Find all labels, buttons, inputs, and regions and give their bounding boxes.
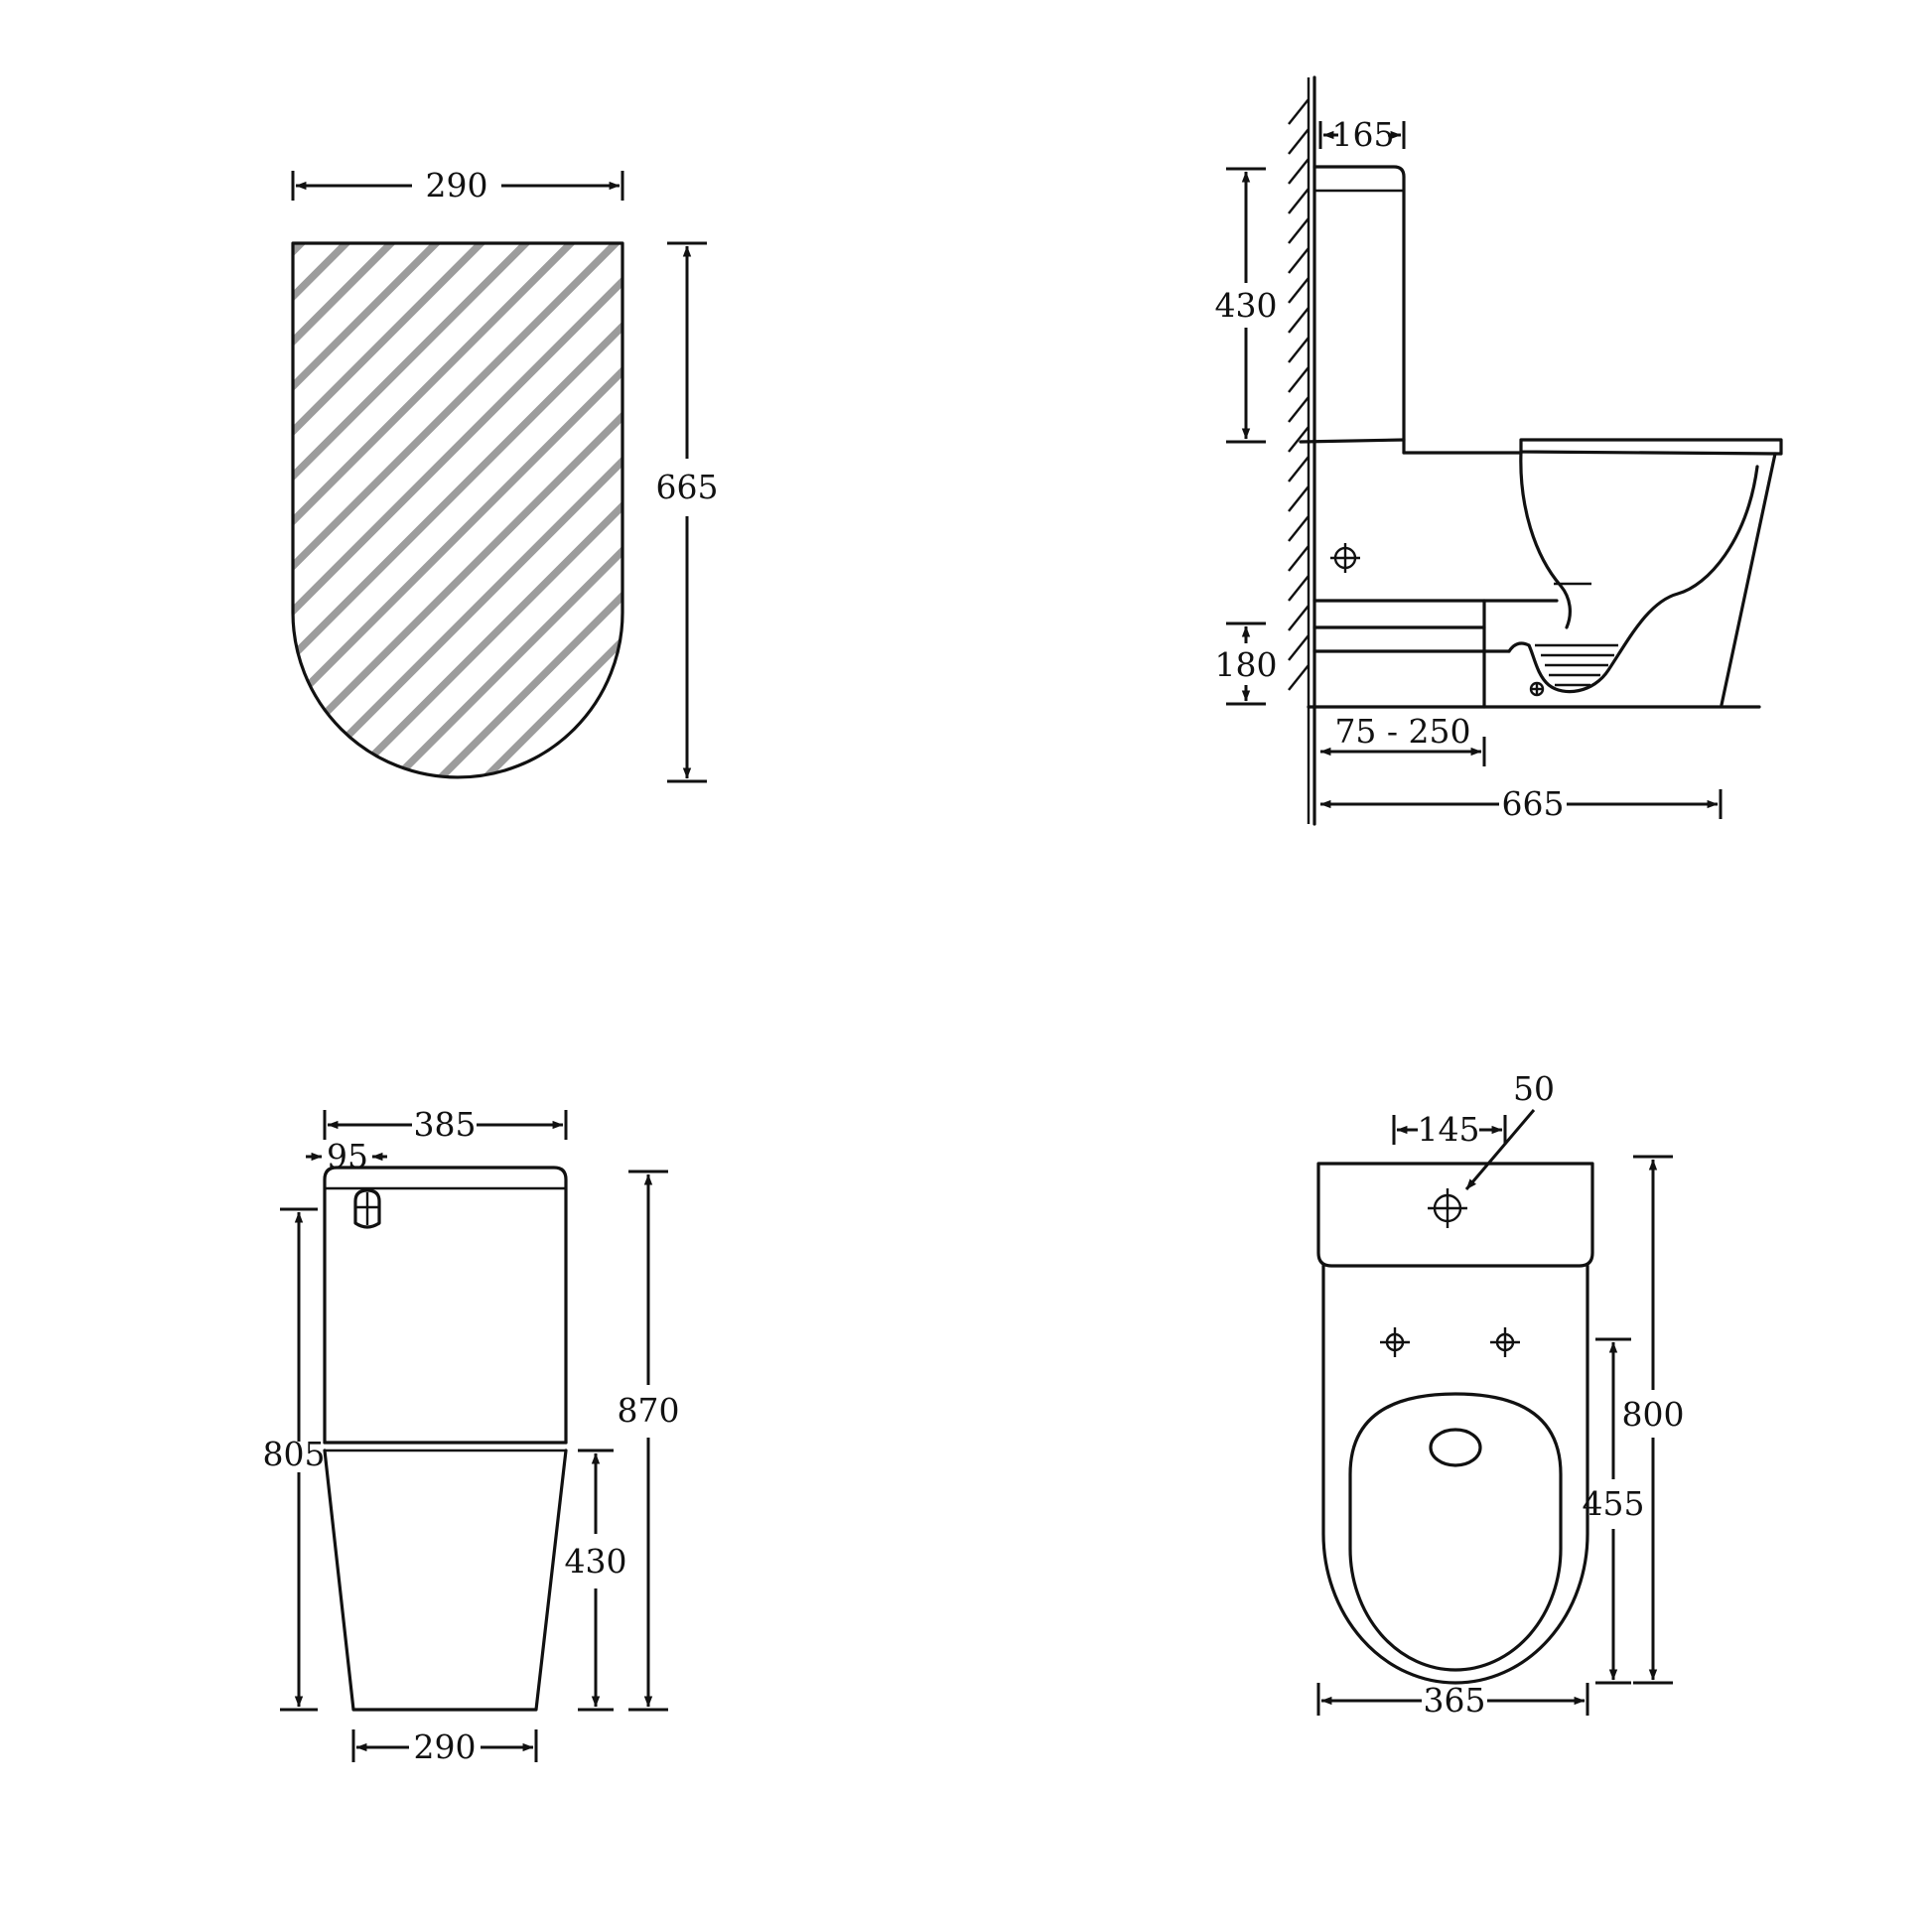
front-pan-outline — [323, 1449, 568, 1712]
seat-outline — [1519, 438, 1783, 456]
footprint-width-label: 290 — [426, 166, 488, 205]
side-depth-label: 665 — [1502, 784, 1565, 823]
top-cistern-outline — [1316, 1162, 1594, 1268]
cistern-base-line — [1299, 438, 1406, 444]
top-width-label: 365 — [1424, 1681, 1486, 1720]
side-cistern-height-label: 430 — [1215, 286, 1278, 325]
footprint-view: 290 665 — [291, 166, 719, 783]
top-hole-label: 50 — [1513, 1069, 1555, 1108]
front-height-label: 870 — [618, 1391, 680, 1430]
front-width-label: 385 — [414, 1105, 477, 1144]
front-cistern-outline — [323, 1166, 568, 1445]
seat-fixing-left — [1380, 1327, 1410, 1357]
front-base-width-label: 290 — [414, 1727, 477, 1766]
flush-button — [353, 1188, 381, 1229]
fixing-mark — [1529, 681, 1545, 697]
top-pan-outline — [1321, 1264, 1589, 1685]
top-hole-offset-label: 145 — [1418, 1110, 1480, 1149]
top-depth-label: 800 — [1622, 1395, 1685, 1434]
inlet-mark — [1330, 543, 1360, 573]
front-seat-height-label: 430 — [565, 1542, 627, 1581]
side-setout-label: 75 - 250 — [1334, 712, 1470, 751]
footprint-outline — [291, 241, 624, 779]
trap-hatch — [1535, 643, 1618, 687]
tap-hole — [1428, 1188, 1467, 1228]
front-button-offset-label: 95 — [327, 1137, 368, 1175]
wall-hatch — [1288, 98, 1310, 691]
cistern-outline — [1312, 165, 1406, 455]
front-inlet-height-label: 805 — [263, 1435, 326, 1473]
footprint-depth-label: 665 — [656, 468, 719, 506]
side-outlet-height-label: 180 — [1215, 645, 1278, 684]
seat-fixing-right — [1490, 1327, 1520, 1357]
side-view: 165 430 180 75 - 250 665 — [1215, 75, 1783, 826]
bowl-hole — [1429, 1428, 1482, 1467]
top-bowl-depth-label: 455 — [1583, 1484, 1645, 1523]
outlet-spigot — [1507, 641, 1531, 653]
trapway-curve — [1527, 465, 1759, 694]
seat-ring — [1348, 1392, 1563, 1672]
pan-front — [1720, 452, 1777, 707]
front-view: 385 95 870 805 430 290 — [263, 1105, 680, 1766]
side-top-offset-label: 165 — [1332, 115, 1395, 154]
leader-line — [1464, 1109, 1536, 1190]
footprint-hatch — [293, 243, 622, 777]
bowl-inner-curve — [1519, 450, 1572, 629]
top-view: 50 145 800 455 365 — [1316, 1069, 1685, 1720]
